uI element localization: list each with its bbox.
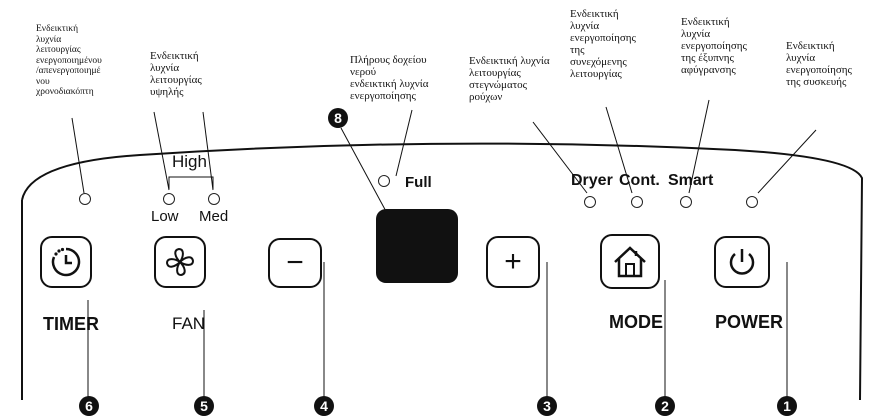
plus-icon: + [504, 245, 522, 278]
callout-3: 3 [537, 396, 557, 416]
cont-led-annotation: Ενδεικτική λυχνία ενεργοποίησης της συνε… [570, 8, 636, 80]
power-label: POWER [715, 312, 784, 332]
plus-button[interactable]: + [486, 236, 540, 288]
timer-led [79, 193, 91, 205]
smart-led [680, 196, 692, 208]
dryer-led [584, 196, 596, 208]
fan-icon [165, 247, 195, 277]
fan-low-led [163, 193, 175, 205]
mode-button[interactable] [600, 234, 660, 289]
smart-led-annotation: Ενδεικτική λυχνία ενεργοποίησης της έξυπ… [681, 16, 747, 76]
timer-button[interactable] [40, 236, 92, 288]
low-label: Low [151, 208, 179, 225]
power-led [746, 196, 758, 208]
mode-label: MODE [609, 312, 663, 332]
cont-led [631, 196, 643, 208]
timer-led-annotation: Ενδεικτική λυχνία λειτουργίας ενεργοποιη… [36, 24, 102, 97]
full-label: Full [405, 174, 432, 191]
full-led-annotation: Πλήρους δοχείου νερού ενδεικτική λυχνία … [350, 54, 429, 102]
minus-button[interactable]: − [268, 238, 322, 288]
fan-button[interactable] [154, 236, 206, 288]
dryer-led-annotation: Ενδεικτική λυχνία λειτουργίας στεγνώματο… [469, 55, 550, 103]
power-icon [729, 249, 755, 275]
timer-clock-icon [51, 247, 81, 277]
fan-label: FAN [172, 314, 206, 333]
med-label: Med [199, 208, 229, 225]
callout-6: 6 [79, 396, 99, 416]
full-led [378, 175, 390, 187]
dryer-label: Dryer [571, 172, 613, 189]
digital-display [376, 209, 458, 283]
callout-8: 8 [328, 108, 348, 128]
callout-4: 4 [314, 396, 334, 416]
minus-icon: − [286, 246, 304, 279]
smart-label: Smart [668, 172, 714, 189]
callout-2: 2 [655, 396, 675, 416]
timer-label: TIMER [43, 314, 99, 334]
home-icon [614, 245, 646, 277]
high-label: High [172, 152, 207, 171]
power-button[interactable] [714, 236, 770, 288]
fan-med-led [208, 193, 220, 205]
callout-1: 1 [777, 396, 797, 416]
power-led-annotation: Ενδεικτική λυχνία ενεργοποίησης της συσκ… [786, 40, 852, 88]
callout-5: 5 [194, 396, 214, 416]
fan-high-led-annotation: Ενδεικτική λυχνία λειτουργίας υψηλής [150, 50, 202, 98]
cont-label: Cont. [619, 172, 660, 189]
